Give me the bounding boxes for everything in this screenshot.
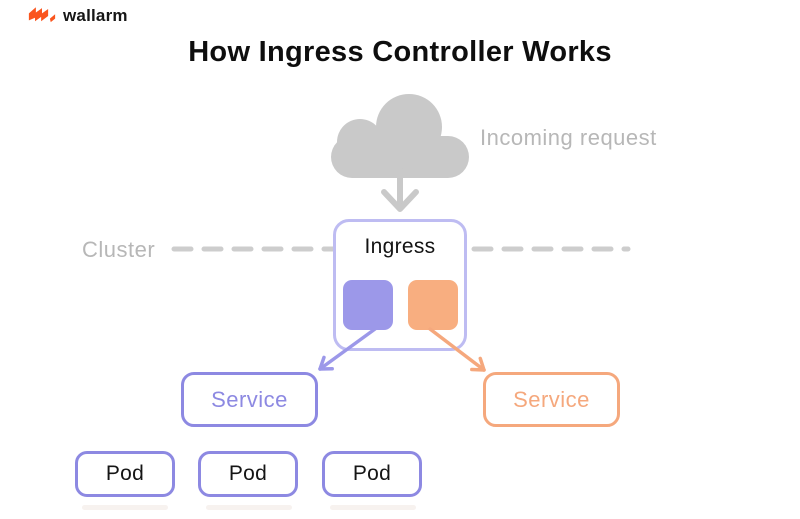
pod-2-label: Pod xyxy=(228,462,268,485)
ingress-orange-route-square xyxy=(408,280,458,330)
pod-3-label: Pod xyxy=(352,462,392,485)
down-arrow-icon xyxy=(381,167,419,212)
incoming-request-label: Incoming request xyxy=(480,125,657,150)
pod-box-2: Pod xyxy=(198,451,298,497)
wallarm-logo-icon xyxy=(28,7,56,23)
pod-1-label: Pod xyxy=(105,462,145,485)
service-right-label: Service xyxy=(513,386,590,412)
pod-box-1: Pod xyxy=(75,451,175,497)
service-box-right: Service xyxy=(483,372,620,427)
pod-box-3: Pod xyxy=(322,451,422,497)
service-box-left: Service xyxy=(181,372,318,427)
ingress-box: Ingress xyxy=(333,219,467,351)
cropped-row-hint xyxy=(82,505,416,510)
cluster-label: Cluster xyxy=(82,237,156,262)
ingress-purple-route-square xyxy=(343,280,393,330)
cloud-icon xyxy=(331,94,469,178)
wallarm-logo-text: wallarm xyxy=(63,6,128,25)
service-left-label: Service xyxy=(211,386,288,412)
ingress-label: Ingress xyxy=(364,235,436,258)
page-title: How Ingress Controller Works xyxy=(188,36,612,68)
wallarm-logo: wallarm xyxy=(28,6,128,26)
